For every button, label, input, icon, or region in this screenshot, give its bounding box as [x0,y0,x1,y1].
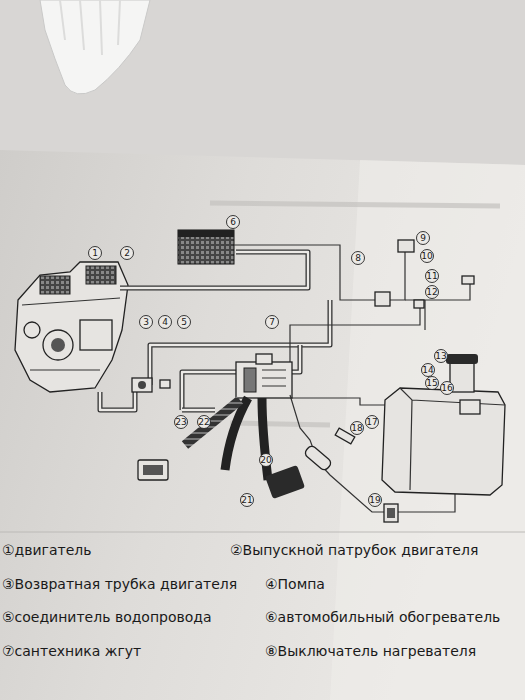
callout-number: 10 [420,251,434,261]
callout-number: 5 [177,317,191,327]
callout-circle [140,316,153,329]
bleed-through [210,203,500,425]
legend-text: ④Помпа [265,575,325,593]
legend-text: ⑤соединитель водопровода [2,608,212,626]
callout-circle [435,350,448,363]
callout-circle [159,316,172,329]
callout-circle [426,286,439,299]
callout-number: 21 [240,495,254,505]
manual-page [0,150,525,700]
engine [15,262,128,392]
legend-text: ⑧Выключатель нагревателя [265,642,476,660]
callout-number: 9 [416,233,430,243]
callout-circle [266,316,279,329]
fuel-tank [382,354,505,495]
rule [0,532,525,533]
legend-text: ②Выпускной патрубок двигателя [230,541,478,559]
callout-circle [369,494,382,507]
callout-number: 2 [120,248,134,258]
callout-number: 14 [421,365,435,375]
callout-number: 16 [440,383,454,393]
callout-circle [422,364,435,377]
coolant-pipes [100,252,330,410]
callout-circle [121,247,134,260]
callout-number: 8 [351,253,365,263]
callout-circle [227,216,240,229]
callout-number: 7 [265,317,279,327]
callout-circle [426,377,439,390]
callout-number: 22 [197,417,211,427]
callout-circle [426,270,439,283]
callout-number: 19 [368,495,382,505]
bottle-cap [40,0,150,94]
legend-text: ③Возвратная трубка двигателя [2,575,237,593]
callout-number: 20 [259,455,273,465]
callout-number: 6 [226,217,240,227]
callout-circle [241,494,254,507]
air-intake [138,400,240,480]
callout-circle [421,250,434,263]
callout-number: 11 [425,271,439,281]
exhaust-pipe [225,398,305,499]
car-heater [178,230,234,264]
callout-number: 3 [139,317,153,327]
water-pump [132,378,170,392]
callout-circles [89,216,454,507]
legend-text: ⑥автомобильный обогреватель [265,608,500,626]
legend-text: ⑦сантехника жгут [2,642,141,660]
callout-circle [417,232,430,245]
callout-circle [175,416,188,429]
callout-number: 18 [350,423,364,433]
callout-circle [366,416,379,429]
callout-circle [89,247,102,260]
legend-text: ①двигатель [2,541,91,559]
callout-number: 1 [88,248,102,258]
callout-circle [441,382,454,395]
parking-heater-unit [236,354,292,398]
callout-circle [178,316,191,329]
callout-number: 15 [425,378,439,388]
callout-number: 17 [365,417,379,427]
callout-number: 23 [174,417,188,427]
wiring-harness [234,240,474,405]
callout-circle [352,252,365,265]
callout-number: 12 [425,287,439,297]
callout-circle [198,416,211,429]
callout-number: 13 [434,351,448,361]
callout-circle [260,454,273,467]
photo-background [0,0,525,170]
callout-circle [351,422,364,435]
callout-number: 4 [158,317,172,327]
